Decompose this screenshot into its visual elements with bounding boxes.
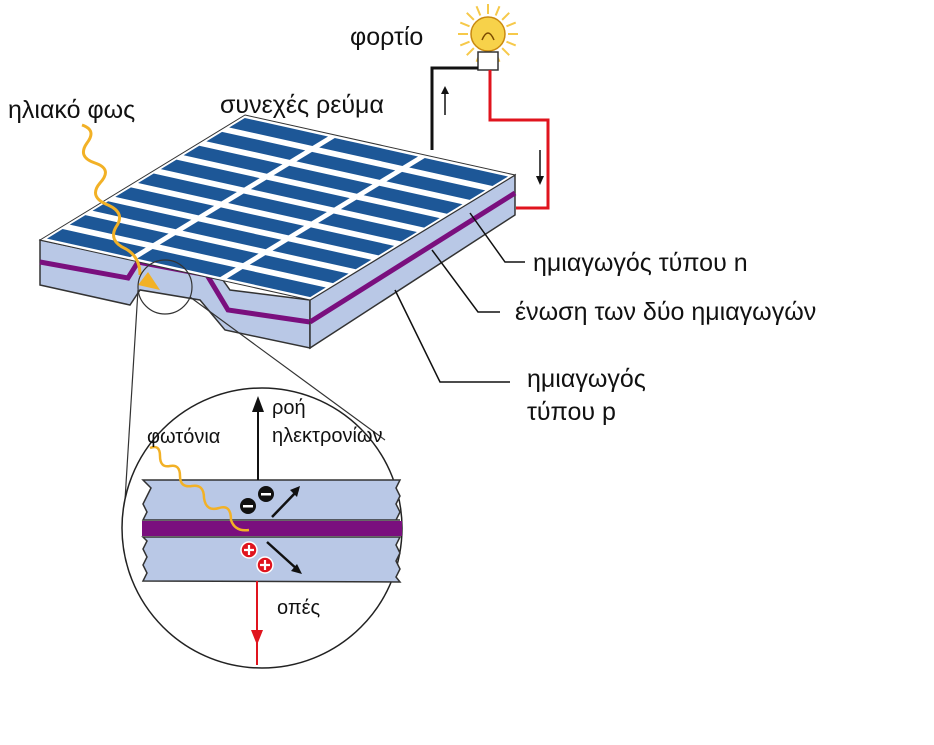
bulb-ray [506, 40, 517, 47]
solar-cell [69, 215, 169, 244]
label-direct-current: συνεχές ρεύμα [220, 91, 384, 119]
solar-cell [318, 213, 417, 242]
holes-flow-arrow [251, 581, 263, 665]
magnify-source [137, 259, 193, 315]
solar-cell [138, 173, 237, 202]
leader-n-type [469, 212, 525, 263]
photon-ray [149, 445, 250, 532]
label-electron-flow-2: ηλεκτρονίων [272, 425, 383, 447]
light-bulb-icon [458, 4, 518, 71]
solar-cell [136, 249, 236, 278]
label-photons: φωτόνια [147, 426, 220, 448]
bulb-ray [466, 47, 475, 56]
solar-cell [160, 159, 260, 188]
solar-cell [46, 229, 146, 258]
label-holes: οπές [277, 597, 321, 619]
solar-cell [273, 165, 373, 194]
solar-cell [409, 157, 509, 186]
solar-cell [205, 207, 305, 236]
current-arrow-up [441, 86, 449, 115]
solar-cell [92, 201, 192, 230]
bulb-ray [501, 47, 510, 56]
solar-cell [272, 241, 372, 270]
black-wire [430, 66, 478, 150]
solar-cell [228, 193, 327, 222]
solar-cell [295, 227, 395, 256]
solar-cell [229, 117, 329, 146]
solar-cell [296, 151, 396, 180]
label-p-type-1: ημιαγωγός [527, 365, 646, 393]
solar-cell [183, 145, 283, 174]
solar-cell [363, 185, 463, 214]
label-sunlight: ηλιακό φως [8, 96, 135, 124]
bulb-ray [459, 40, 470, 47]
solar-cell [250, 179, 350, 208]
label-electron-flow-1: ροή [272, 397, 306, 419]
solar-cell [206, 131, 306, 160]
electron-flow-arrow [252, 396, 264, 480]
solar-cell [159, 235, 259, 264]
solar-cell [319, 137, 419, 166]
leader-p-type [394, 289, 510, 383]
panel-layers [39, 173, 517, 350]
solar-cell [340, 199, 440, 228]
solar-cell [249, 255, 349, 284]
current-arrow-down [536, 150, 544, 185]
electrons [240, 486, 300, 518]
red-wire [488, 70, 550, 210]
bulb-ray [475, 5, 482, 16]
bulb-ray [466, 12, 475, 21]
solar-cell [115, 187, 215, 216]
bulb-ray [501, 12, 510, 21]
solar-cell [182, 221, 282, 250]
sunlight-ray [81, 123, 142, 276]
bulb-ray [459, 21, 470, 28]
label-junction: ένωση των δύο ημιαγωγών [515, 298, 816, 326]
solar-cells [46, 117, 509, 298]
bulb-ray [506, 21, 517, 28]
bulb-ray [494, 5, 501, 16]
solar-cell [226, 269, 326, 298]
solar-cell [386, 171, 486, 200]
label-p-type-2: τύπου p [527, 398, 616, 426]
leader-junction [431, 249, 500, 313]
label-n-type: ημιαγωγός τύπου n [533, 249, 748, 277]
holes [240, 541, 302, 574]
label-load: φορτίο [350, 23, 423, 51]
